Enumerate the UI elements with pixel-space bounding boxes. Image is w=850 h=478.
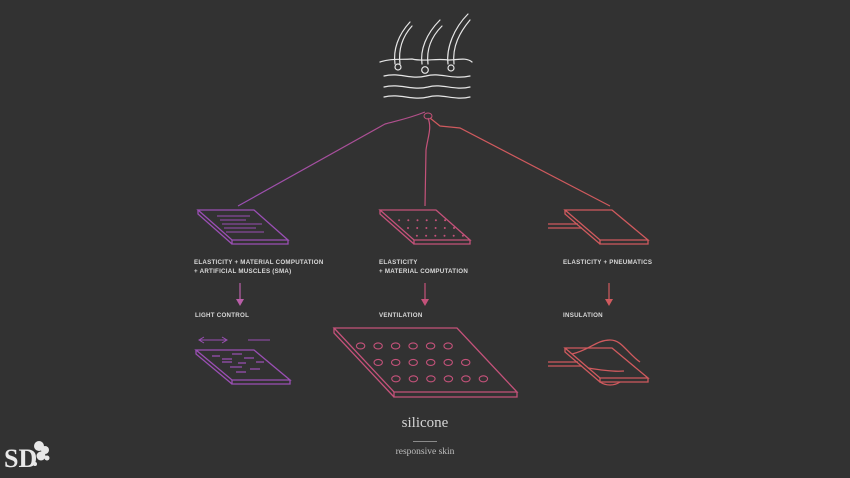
muscle-strands: [212, 353, 264, 373]
ventilation-hole: [408, 342, 418, 350]
skin-hair-icon: [379, 13, 473, 99]
ventilation-holes: [355, 342, 489, 383]
ventilation-hole: [390, 342, 401, 350]
ventilation-dot: [453, 227, 455, 229]
ventilation-hole: [355, 342, 366, 350]
ventilation-dot: [416, 219, 419, 222]
ventilation-hole: [443, 375, 454, 383]
ventilation-dot: [425, 219, 428, 222]
ventilation-hole: [478, 375, 489, 383]
diagram-subtitle: responsive skin: [395, 447, 455, 457]
ventilation-dot: [434, 219, 437, 222]
property-label-right: ELASTICITY + PNEUMATICS: [563, 259, 653, 266]
pneumatic-bubble: [571, 339, 641, 363]
ventilation-dot: [416, 227, 419, 229]
ventilation-dot: [443, 227, 446, 229]
ventilation-hole: [425, 342, 436, 350]
property-label-middle: ELASTICITY + MATERIAL COMPUTATION: [379, 259, 469, 275]
tree-connectors: [237, 111, 611, 207]
result-label-left: LIGHT CONTROL: [195, 312, 250, 319]
muscle-lines: [217, 215, 264, 233]
plate-insulation-top: [548, 209, 650, 245]
plate-ventilation-result: [332, 327, 519, 398]
ventilation-dot: [425, 234, 428, 237]
ventilation-dot: [407, 219, 410, 222]
ventilation-hole: [408, 375, 419, 383]
ventilation-dot: [461, 234, 464, 237]
ventilation-dot: [434, 234, 437, 237]
logo-text: SD: [4, 444, 37, 473]
ventilation-hole: [373, 342, 383, 350]
result-label-right: INSULATION: [563, 312, 603, 319]
plate-light-control-top: [196, 209, 290, 245]
ventilation-dot: [443, 234, 446, 237]
arrow-middle: [421, 283, 429, 306]
ventilation-hole: [443, 358, 453, 366]
ventilation-hole: [461, 375, 471, 383]
ventilation-dot: [407, 227, 409, 229]
ventilation-hole: [426, 375, 436, 383]
connector-left: [237, 111, 426, 207]
ventilation-dot: [425, 227, 428, 229]
connector-middle: [424, 117, 431, 207]
ventilation-hole: [443, 342, 453, 350]
property-label-left: ELASTICITY + MATERIAL COMPUTATION + ARTI…: [194, 259, 324, 275]
ventilation-dot: [444, 219, 447, 222]
connector-junction: [423, 112, 433, 120]
ventilation-dots-grid: [398, 219, 464, 237]
arrow-left: [236, 283, 244, 306]
ventilation-dot: [452, 234, 455, 237]
ventilation-hole: [425, 358, 436, 366]
sd-logo-icon: SD: [4, 441, 50, 473]
ventilation-dot: [415, 234, 418, 237]
double-arrow-icon: [198, 336, 270, 344]
plate-ventilation-top: [378, 209, 472, 245]
title-divider: [413, 441, 437, 442]
ventilation-dot: [398, 219, 401, 222]
plate-light-control-result: [194, 336, 292, 385]
arrow-right: [605, 283, 613, 306]
diagram-title: silicone: [401, 415, 449, 431]
result-label-middle: VENTILATION: [379, 312, 423, 319]
ventilation-hole: [390, 358, 401, 366]
ventilation-hole: [373, 358, 383, 366]
connector-right: [429, 117, 611, 207]
plate-insulation-result: [548, 339, 650, 386]
ventilation-hole: [391, 375, 401, 383]
ventilation-dot: [434, 227, 437, 229]
ventilation-hole: [408, 358, 418, 366]
ventilation-hole: [460, 358, 471, 366]
